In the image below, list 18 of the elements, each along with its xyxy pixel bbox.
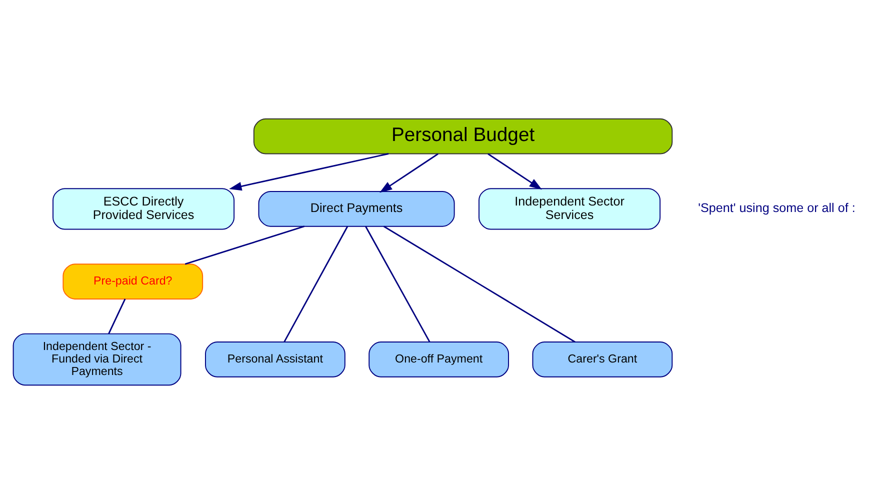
node-box: Carer's Grant <box>532 342 673 378</box>
label: 'Spent' using some or all of : <box>698 201 856 216</box>
node-box: Personal Budget <box>253 118 673 154</box>
arrow <box>380 153 438 193</box>
node-box: ESCC Directly Provided Services <box>52 188 235 230</box>
connector <box>365 226 430 342</box>
arrow <box>488 153 542 190</box>
node-box: Independent Sector Services <box>478 188 661 230</box>
node-box: Independent Sector - Funded via Direct Payments <box>12 333 182 386</box>
node-box: One-off Payment <box>368 342 510 378</box>
arrow <box>229 153 389 191</box>
connector <box>184 226 305 265</box>
connector <box>284 226 348 342</box>
node-box: Direct Payments <box>258 191 455 227</box>
connector <box>383 226 576 343</box>
node-box: Pre-paid Card? <box>62 264 204 300</box>
node-box: Personal Assistant <box>205 342 346 378</box>
connector <box>108 298 126 334</box>
